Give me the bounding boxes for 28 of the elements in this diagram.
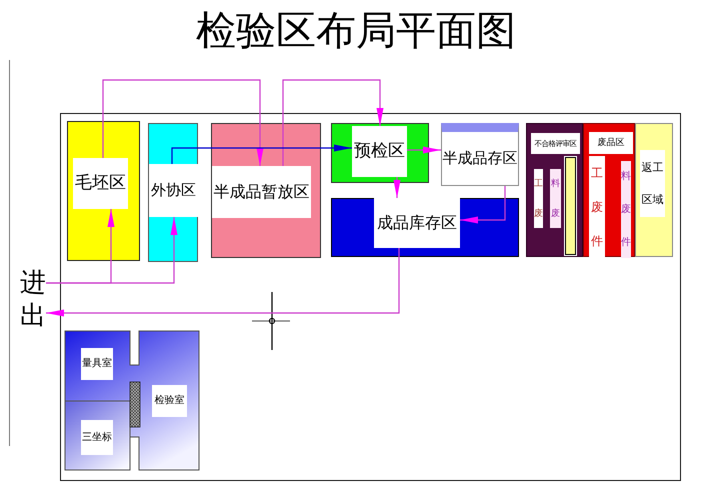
flow-arrow (171, 144, 352, 164)
room-label: 量具室 (81, 348, 113, 380)
strip-label: 料废 (550, 169, 561, 228)
zone-label: 毛坯区 (73, 158, 128, 209)
flow-arrow (407, 146, 441, 154)
zone-label: 成品库存区 (374, 198, 460, 248)
room-label: 三坐标 (81, 420, 113, 455)
strip-label: 料废件 (621, 161, 631, 258)
flow-arrow (460, 186, 506, 224)
zone-label: 预检区 (352, 126, 407, 177)
zone-area (583, 123, 635, 257)
flow-arrow (46, 248, 400, 316)
zone-label: 返工区域 (640, 150, 665, 217)
flow-arrow (46, 217, 178, 284)
diagram-title: 检验区布局平面图 (196, 8, 516, 54)
zone-label: 外协区 (149, 164, 198, 217)
zone-label: 半成品暂放区 (212, 166, 311, 218)
strip-label: 工废件 (589, 156, 605, 258)
empty-strip (564, 156, 577, 256)
zone-box: 半成品存区 (441, 123, 519, 186)
flow-arrow (102, 79, 264, 166)
zone-area (526, 123, 583, 257)
strip-label: 工废 (534, 169, 543, 228)
zone-heading: 废品区 (589, 132, 633, 154)
flow-arrow (282, 79, 384, 166)
flow-arrow (394, 177, 400, 198)
room-label: 检验室 (152, 385, 187, 417)
entrance-label: 进出 (20, 266, 46, 334)
